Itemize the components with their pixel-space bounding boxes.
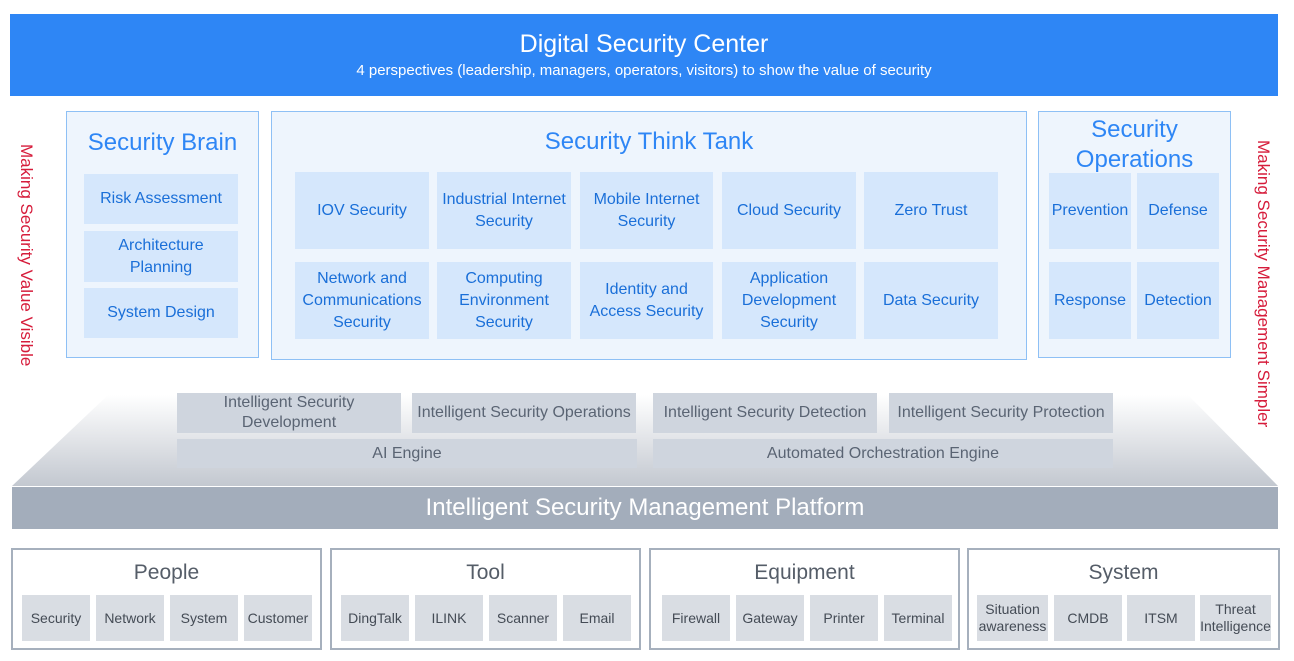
operations-item: Detection [1137, 262, 1219, 339]
equipment-group: Equipment Firewall Gateway Printer Termi… [649, 548, 960, 650]
think-tank-item: Zero Trust [864, 172, 998, 249]
banner-subtitle: 4 perspectives (leadership, managers, op… [356, 62, 932, 79]
ai-engine: AI Engine [177, 439, 637, 468]
tool-group: Tool DingTalk ILINK Scanner Email [330, 548, 641, 650]
digital-security-center-banner: Digital Security Center 4 perspectives (… [10, 14, 1278, 96]
group-title: Tool [466, 561, 505, 584]
group-chip: Gateway [736, 595, 804, 641]
think-tank-title: Security Think Tank [544, 128, 754, 155]
brain-item: Risk Assessment [84, 174, 238, 224]
think-tank-item: IOV Security [295, 172, 429, 249]
capability-box: Intelligent Security Development [177, 393, 401, 433]
group-chip: ILINK [415, 595, 483, 641]
operations-item: Prevention [1049, 173, 1131, 249]
group-chip: Scanner [489, 595, 557, 641]
group-title: System [1088, 561, 1159, 584]
group-chip: Security [22, 595, 90, 641]
side-label-right: Making Security Management Simpler [1254, 140, 1273, 428]
capability-box: Intelligent Security Protection [889, 393, 1113, 433]
group-chip: Customer [244, 595, 312, 641]
group-chip: Printer [810, 595, 878, 641]
capability-box: Intelligent Security Detection [653, 393, 877, 433]
think-tank-item: Cloud Security [722, 172, 856, 249]
banner-title: Digital Security Center [519, 30, 769, 58]
security-brain-panel: Security Brain Risk Assessment Architect… [66, 111, 259, 358]
think-tank-item: Computing Environment Security [437, 262, 571, 339]
group-chip: Email [563, 595, 631, 641]
group-chip: Firewall [662, 595, 730, 641]
orchestration-engine: Automated Orchestration Engine [653, 439, 1113, 468]
security-think-tank-panel: Security Think Tank IOV Security Industr… [271, 111, 1027, 360]
group-chip: Terminal [884, 595, 952, 641]
side-label-left: Making Security Value Visible [17, 143, 36, 367]
operations-title: Security Operations [1075, 116, 1194, 173]
brain-item: Architecture Planning [84, 231, 238, 282]
think-tank-item: Industrial Internet Security [437, 172, 571, 249]
security-operations-panel: Security Operations Prevention Defense R… [1038, 111, 1231, 358]
brain-item: System Design [84, 288, 238, 338]
group-chip: System [170, 595, 238, 641]
group-chip: DingTalk [341, 595, 409, 641]
group-chip: Situation awareness [977, 595, 1048, 641]
think-tank-item: Identity and Access Security [580, 262, 713, 339]
think-tank-item: Mobile Internet Security [580, 172, 713, 249]
capability-box: Intelligent Security Operations [412, 393, 636, 433]
group-chip: Network [96, 595, 164, 641]
group-title: People [133, 561, 200, 584]
group-chip: Threat Intelligence [1200, 595, 1271, 641]
group-chip: ITSM [1127, 595, 1195, 641]
system-group: System Situation awareness CMDB ITSM Thr… [967, 548, 1280, 650]
think-tank-item: Application Development Security [722, 262, 856, 339]
group-chip: CMDB [1054, 595, 1122, 641]
think-tank-item: Data Security [864, 262, 998, 339]
group-title: Equipment [754, 561, 855, 584]
operations-item: Response [1049, 262, 1131, 339]
platform-title-bar: Intelligent Security Management Platform [12, 487, 1278, 529]
people-group: People Security Network System Customer [11, 548, 322, 650]
operations-item: Defense [1137, 173, 1219, 249]
security-brain-title: Security Brain [87, 129, 238, 156]
think-tank-item: Network and Communications Security [295, 262, 429, 339]
